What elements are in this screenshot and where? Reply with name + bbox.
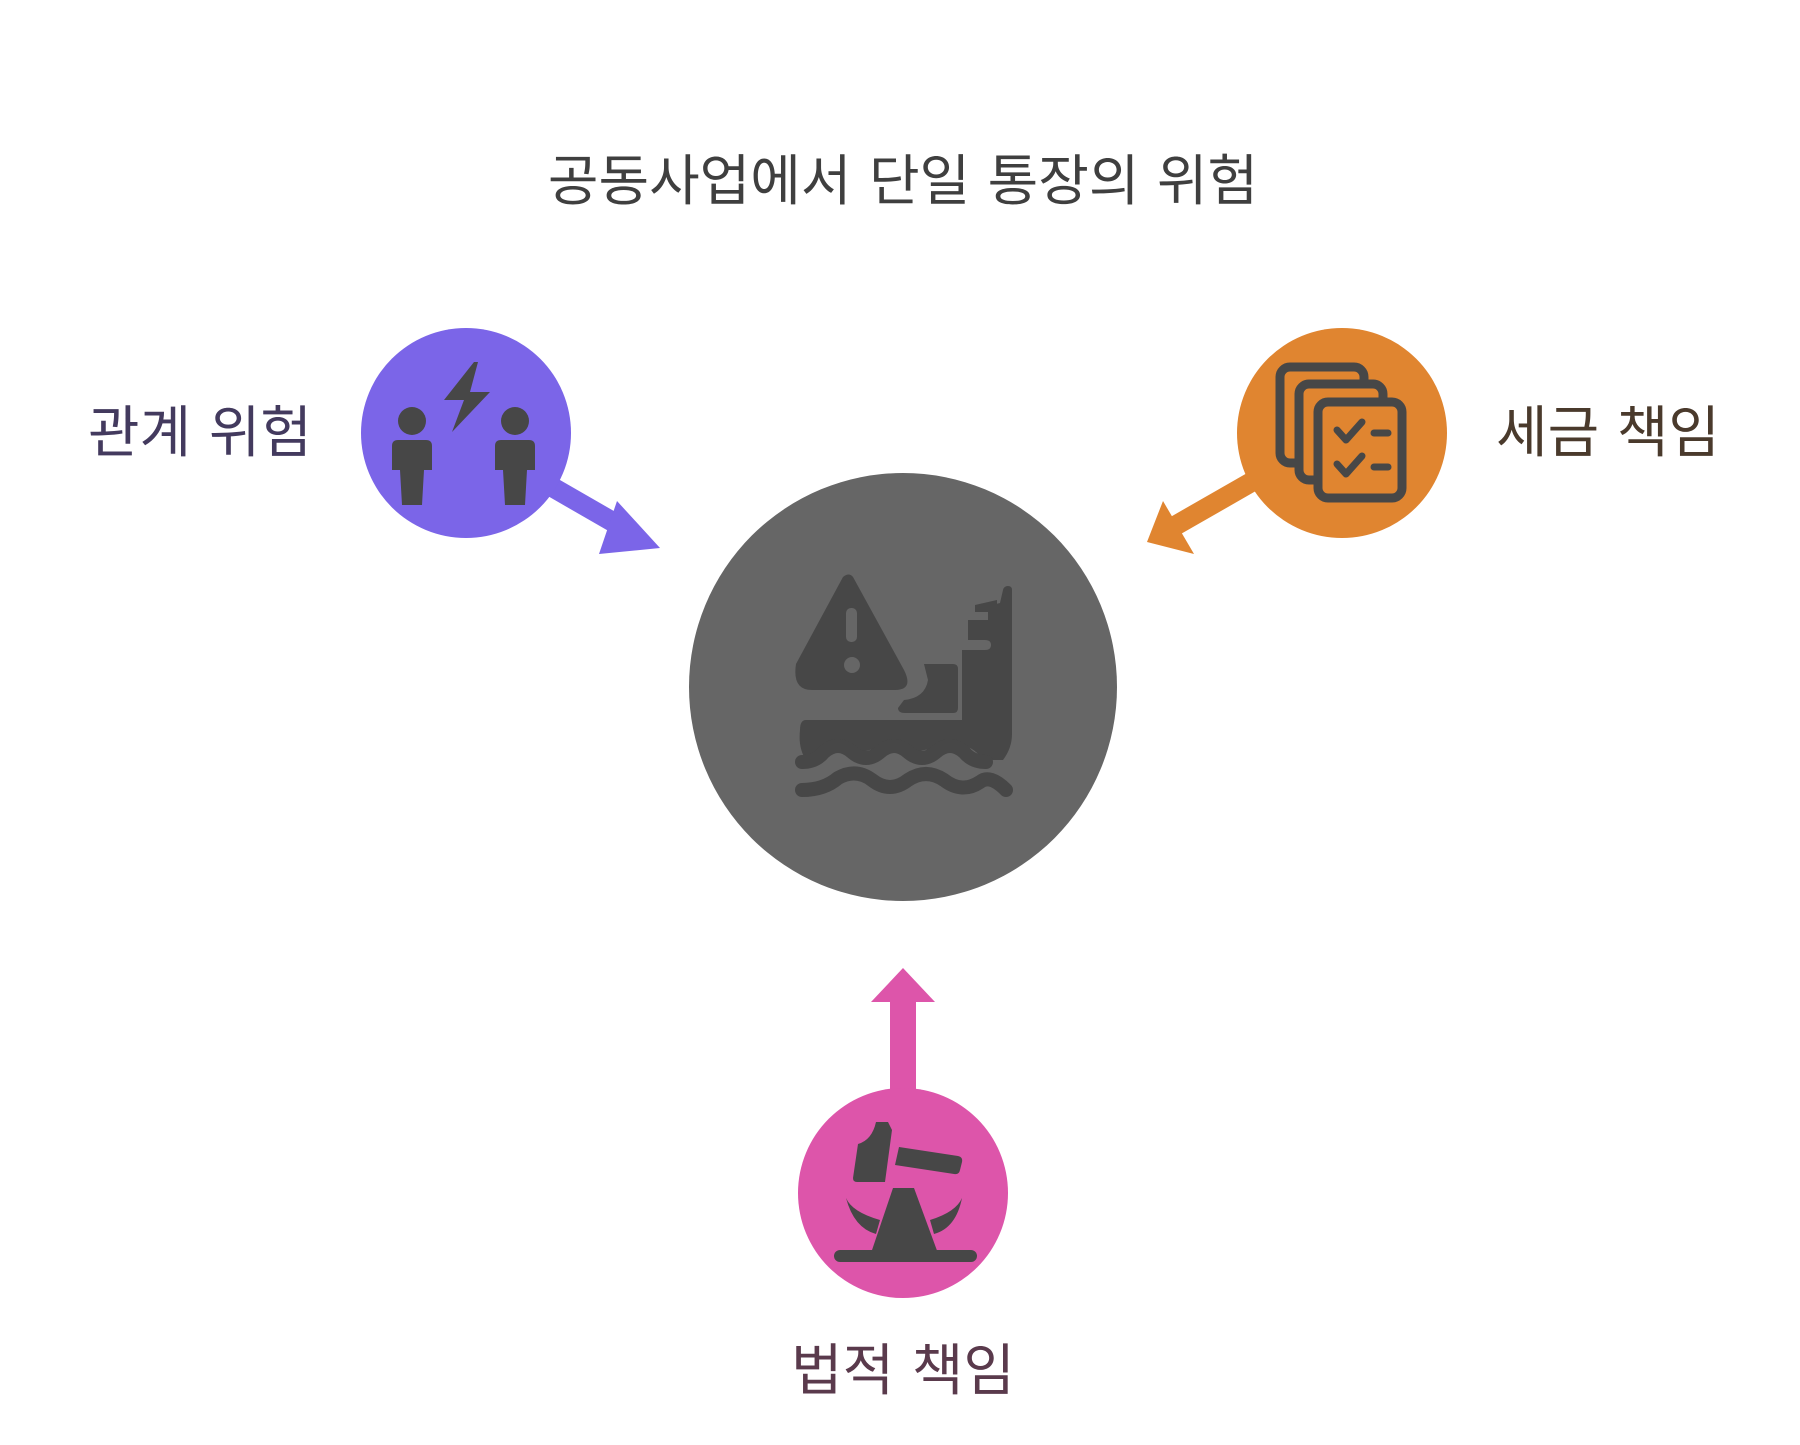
diagram-title: 공동사업에서 단일 통장의 위험 xyxy=(548,149,1258,213)
tax-label: 세금 책임 xyxy=(1496,401,1720,466)
tax-node xyxy=(1237,328,1447,538)
legal-node xyxy=(798,1088,1008,1298)
legal-label: 법적 책임 xyxy=(791,1339,1015,1404)
legal-arrow xyxy=(871,968,935,1095)
relationship-label: 관계 위험 xyxy=(88,401,312,466)
center-node xyxy=(689,473,1117,901)
relationship-node xyxy=(361,328,571,538)
people-conflict-icon xyxy=(392,362,535,505)
sinking-ship-warning-icon xyxy=(795,574,1013,797)
checklist-documents-icon xyxy=(1275,362,1407,503)
relationship-arrow xyxy=(535,471,660,554)
oil-pump-jack-icon xyxy=(834,1122,977,1262)
tax-arrow xyxy=(1147,471,1260,554)
